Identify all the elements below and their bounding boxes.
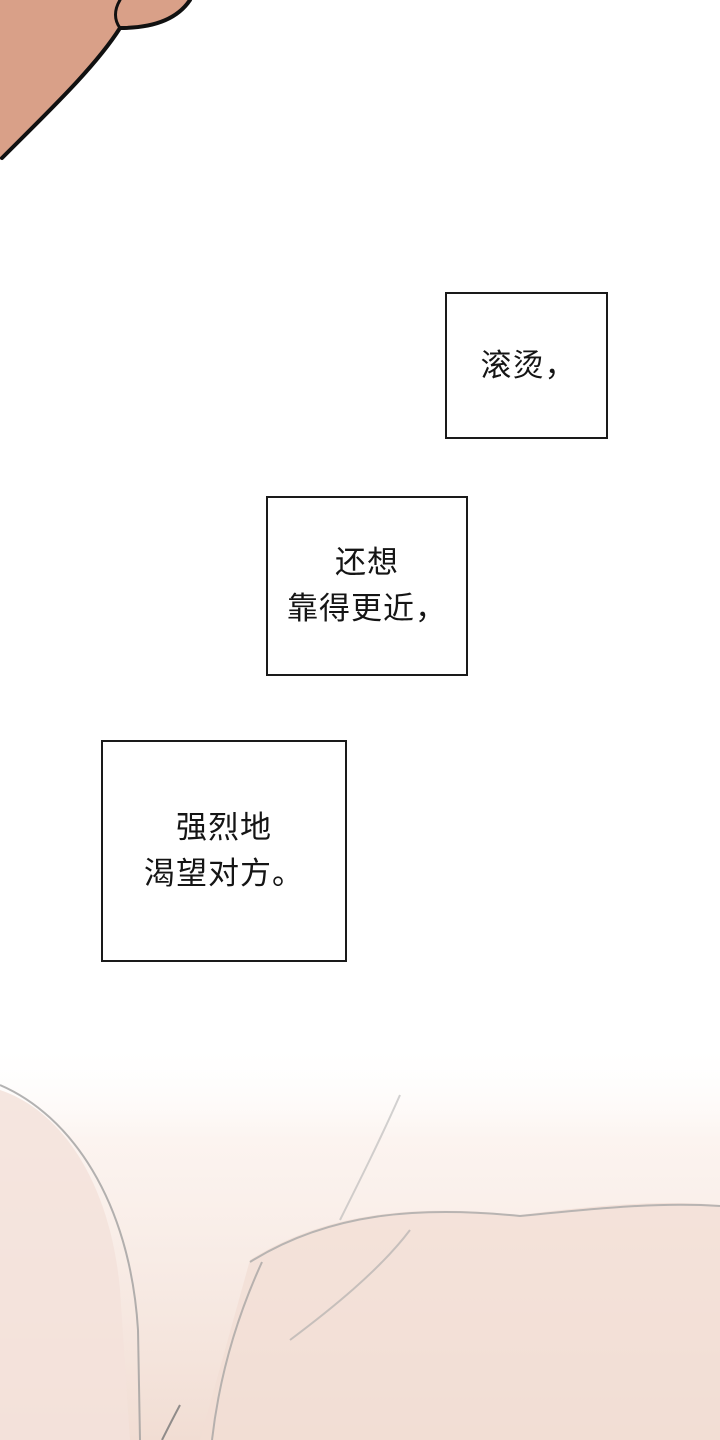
- lower-line-hand-4: [161, 1404, 181, 1440]
- lower-line-hand-2: [211, 1261, 263, 1440]
- caption-box-3: 强烈地 渴望对方。: [101, 740, 347, 962]
- lower-arm-shape: [200, 1203, 720, 1440]
- caption-2-line-1: 还想: [335, 545, 399, 581]
- lower-line-arm: [249, 1203, 720, 1263]
- lower-body-shape: [0, 1090, 130, 1440]
- top-skin-inner-line: [114, 0, 122, 30]
- caption-3-line-2: 渴望对方。: [144, 856, 304, 892]
- top-skin-shape: [0, 0, 190, 160]
- caption-2-line-2: 靠得更近，: [287, 591, 447, 627]
- lower-line-left: [0, 1084, 141, 1440]
- caption-3-line-1: 强烈地: [176, 810, 272, 846]
- top-skin-outline: [0, 0, 192, 160]
- caption-1-line-1: 滚烫，: [480, 347, 577, 384]
- caption-box-1: 滚烫，: [445, 292, 608, 439]
- caption-box-2: 还想 靠得更近，: [266, 496, 468, 676]
- lower-line-hand-3: [289, 1229, 411, 1341]
- lower-line-hand-1: [339, 1094, 401, 1221]
